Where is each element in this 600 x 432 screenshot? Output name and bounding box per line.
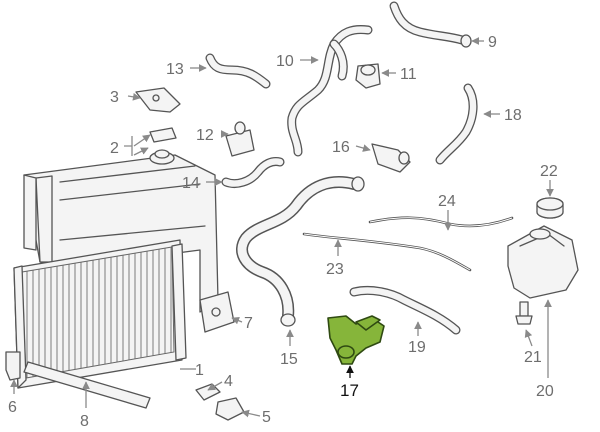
label-19: 19: [408, 339, 426, 356]
pipe-part-23: [302, 232, 472, 272]
expansion-tank-part-20: [507, 225, 579, 299]
hose-part-10: [287, 25, 373, 157]
label-17: 17: [340, 381, 359, 400]
label-14: 14: [182, 175, 200, 192]
callout-labels: 1 2 3 4 5 6 7 8 9 10 11 12 13 14 15 16 1…: [8, 34, 558, 430]
label-5: 5: [262, 409, 271, 426]
label-21: 21: [524, 349, 542, 366]
label-3: 3: [110, 89, 119, 106]
bracket-part-7: [199, 291, 235, 333]
hose-part-19: [349, 285, 461, 335]
label-22: 22: [540, 163, 558, 180]
label-8: 8: [80, 413, 89, 430]
label-24: 24: [438, 193, 456, 210]
bolt-part-21: [515, 301, 533, 325]
leader-lines: [10, 37, 554, 418]
cap-part-22: [536, 197, 564, 219]
pipe-part-24: [368, 216, 514, 228]
label-23: 23: [326, 261, 344, 278]
label-20: 20: [536, 383, 554, 400]
radiator: [13, 239, 187, 389]
highlighted-part-17: [327, 315, 385, 365]
bracket-part-4: [195, 383, 221, 401]
radiator-support-frame: [23, 154, 219, 313]
label-1: 1: [195, 362, 204, 379]
label-18: 18: [504, 107, 522, 124]
label-2: 2: [110, 140, 119, 157]
bracket-part-6: [5, 351, 21, 381]
bracket-part-5: [215, 397, 245, 421]
label-9: 9: [488, 34, 497, 51]
hose-part-14: [221, 157, 285, 189]
label-7: 7: [244, 315, 253, 332]
hose-part-13: [205, 53, 271, 89]
fitting-part-12: [225, 121, 255, 157]
bracket-part-3: [135, 87, 181, 113]
label-16: 16: [332, 139, 350, 156]
hose-part-15: [236, 176, 365, 327]
fitting-part-11: [355, 63, 381, 89]
hose-part-9: [389, 1, 472, 48]
label-12: 12: [196, 127, 214, 144]
fitting-part-16: [371, 143, 411, 173]
grommet-part-2: [149, 127, 177, 165]
label-11: 11: [400, 66, 417, 83]
label-6: 6: [8, 399, 17, 416]
label-10: 10: [276, 53, 294, 70]
label-4: 4: [224, 373, 233, 390]
label-13: 13: [166, 61, 184, 78]
hose-part-18: [435, 83, 478, 165]
label-15: 15: [280, 351, 298, 368]
